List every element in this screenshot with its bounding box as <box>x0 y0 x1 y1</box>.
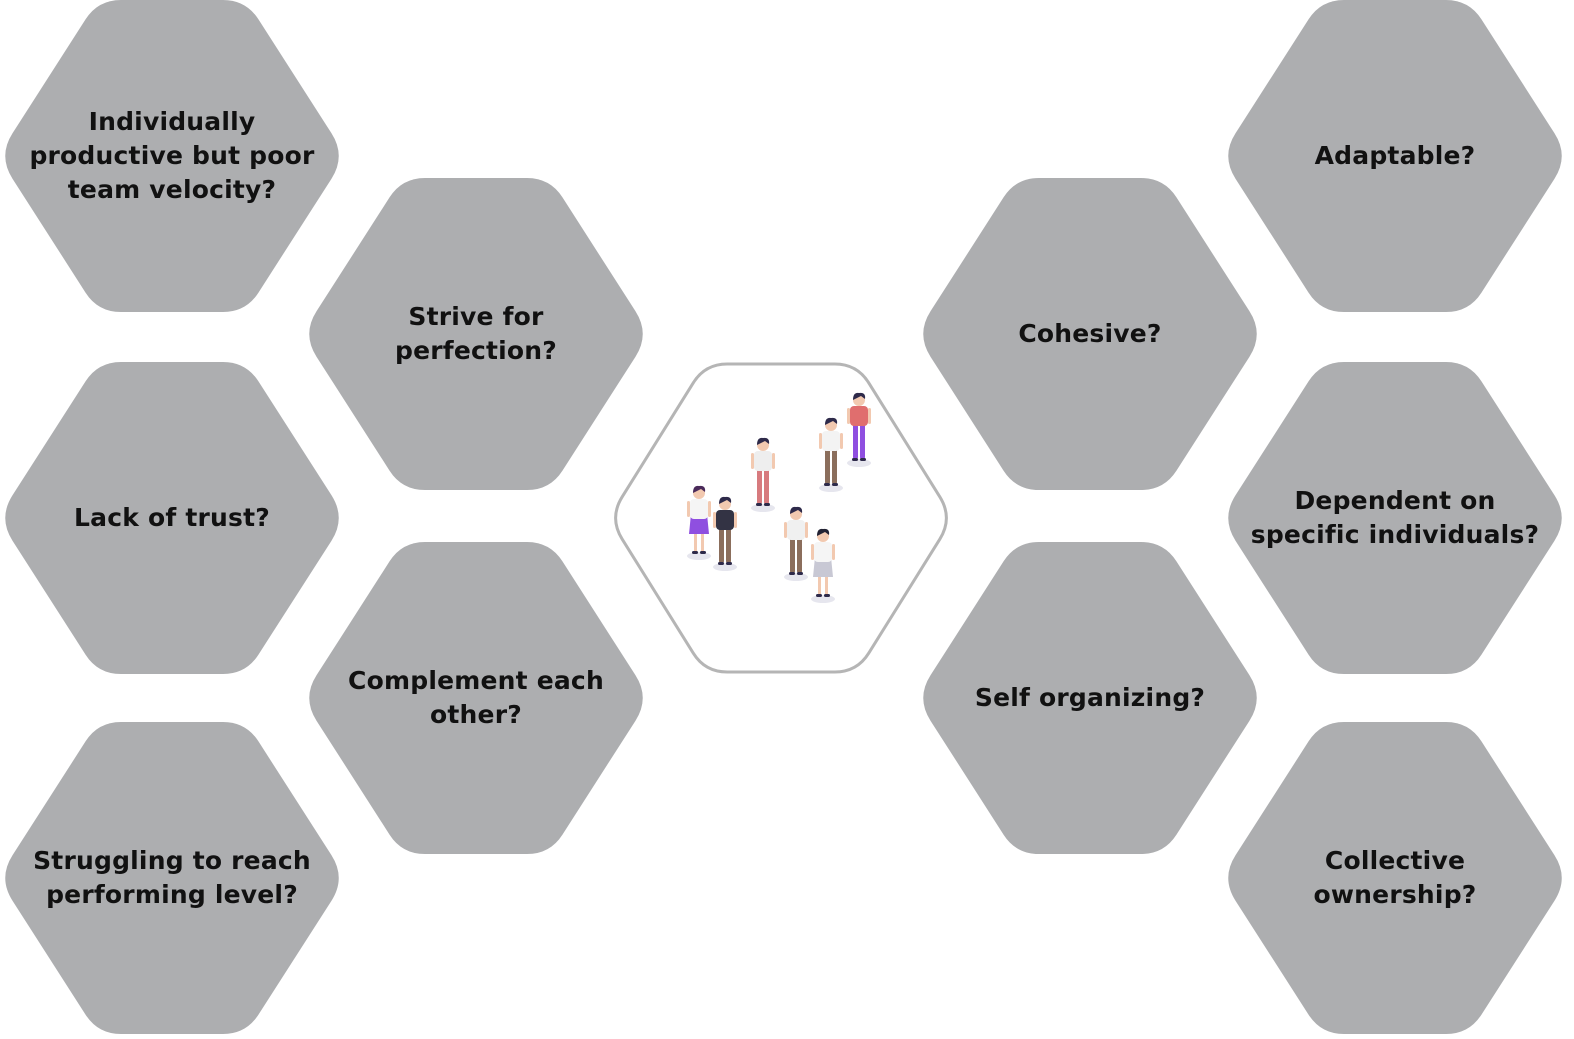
hex-strive-for-perfection <box>309 178 643 490</box>
hex-individually-productive-label: Individually productive but poor team ve… <box>29 107 315 204</box>
hex-adaptable <box>1228 0 1562 312</box>
hex-center <box>614 362 948 674</box>
hex-collective-ownership <box>1228 722 1562 1034</box>
team-people-icon <box>687 392 871 603</box>
hex-cohesive-label: Cohesive? <box>1018 319 1162 348</box>
hex-adaptable-label: Adaptable? <box>1314 141 1476 170</box>
hex-strive-for-perfection-label: Strive for perfection? <box>394 302 558 365</box>
hex-complement-each-other-label: Complement each other? <box>348 666 604 729</box>
hex-self-organizing-label: Self organizing? <box>974 683 1206 712</box>
hex-cohesive <box>923 178 1257 490</box>
hex-dependent-on-individuals <box>1228 362 1562 674</box>
hex-complement-each-other <box>309 542 643 854</box>
hex-lack-of-trust <box>5 362 339 674</box>
hex-lack-of-trust-label: Lack of trust? <box>74 503 270 532</box>
hex-struggling-to-reach <box>5 722 339 1034</box>
hex-collective-ownership-label: Collective ownership? <box>1313 846 1477 909</box>
hex-individually-productive <box>5 0 339 312</box>
hex-struggling-to-reach-label: Struggling to reach performing level? <box>33 846 311 909</box>
hex-dependent-on-individuals-label: Dependent on specific individuals? <box>1250 486 1540 549</box>
hex-self-organizing <box>923 542 1257 854</box>
